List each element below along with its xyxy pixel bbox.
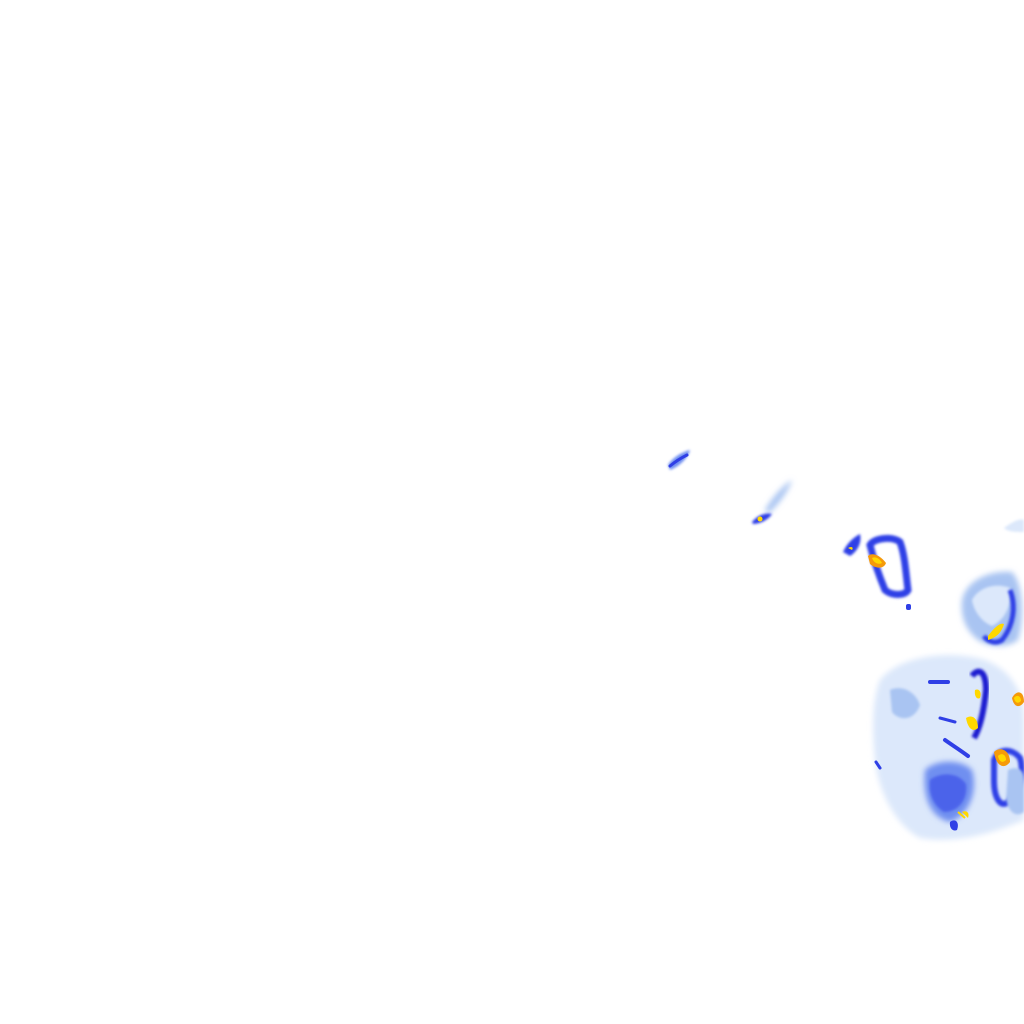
echo-streak-2 <box>752 480 792 524</box>
echo-large-cell-right <box>961 519 1024 646</box>
echo-cluster-lower-right <box>873 655 1024 840</box>
echo-streak-1 <box>668 450 690 470</box>
echo-small-cell-1 <box>843 534 861 556</box>
echo-cell-ring <box>866 534 912 610</box>
